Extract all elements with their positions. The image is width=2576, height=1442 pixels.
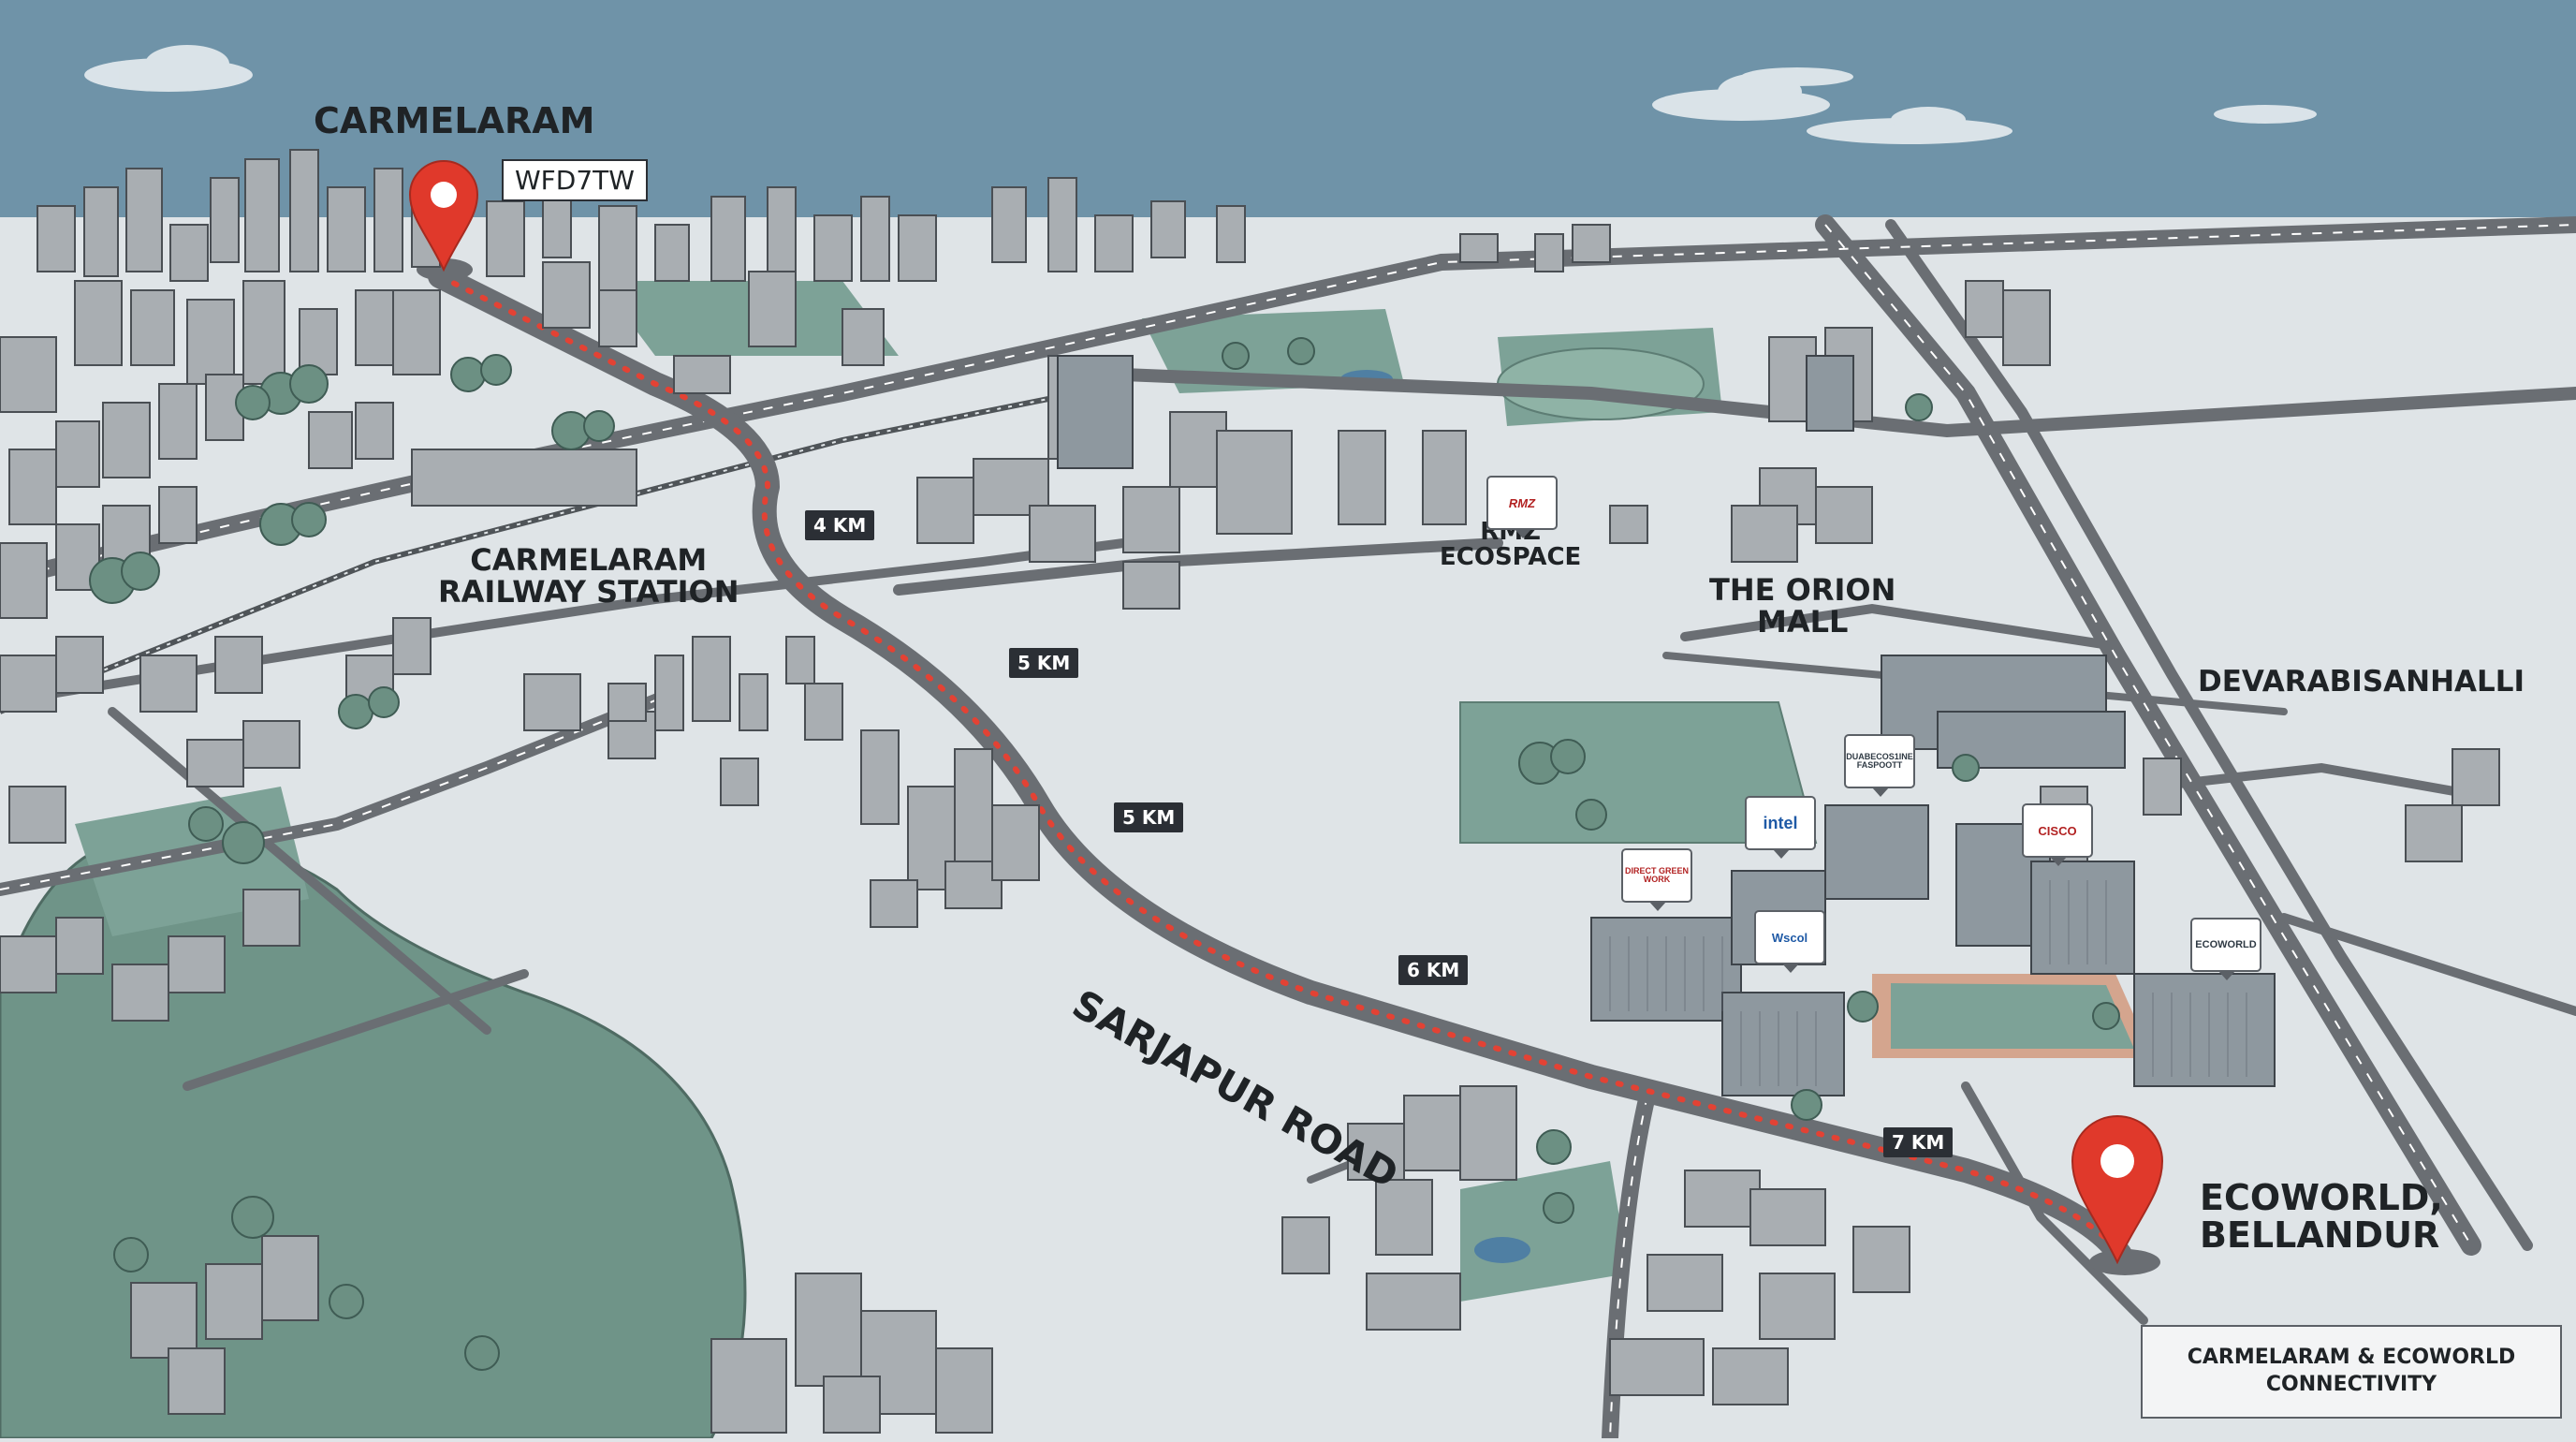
park-orion <box>1459 701 1818 844</box>
cloud-icon <box>84 45 2317 144</box>
office-buildings <box>1057 355 2276 1096</box>
park-bottom <box>1460 1161 1629 1302</box>
label-ecoworld: ECOWORLD, BELLANDUR <box>2200 1177 2443 1256</box>
label-devarabisanhalli: DEVARABISANHALLI <box>2198 665 2525 699</box>
distance-marker: 5 KM <box>1009 648 1079 678</box>
tree-icon <box>89 337 2120 1371</box>
distance-marker: 4 KM <box>805 510 875 540</box>
brand-direct: DIRECT GREEN WORK <box>1621 848 1692 911</box>
brand-intel: intel <box>1745 796 1816 859</box>
label-orion-mall: THE ORION MALL <box>1709 572 1896 640</box>
brand-ecoworld: ECOWORLD <box>2190 918 2261 980</box>
distance-marker: 7 KM <box>1883 1127 1954 1157</box>
brand-cisco: CISCO <box>2022 803 2093 866</box>
legend-line-2: CONNECTIVITY <box>2265 1373 2437 1396</box>
map-pin-icon <box>408 160 479 272</box>
brand-rmz: RMZ <box>1486 476 1558 538</box>
label-carmelaram: CARMELARAM <box>314 100 595 141</box>
route-dots <box>437 273 2123 1258</box>
legend-line-1: CARMELARAM & ECOWORLD <box>2187 1346 2516 1370</box>
origin-code-tag: WFD7TW <box>502 159 648 201</box>
map-legend: CARMELARAM & ECOWORLD CONNECTIVITY <box>2141 1325 2562 1419</box>
brand-wipro: Wscol <box>1754 910 1825 973</box>
map-pin-icon <box>2071 1115 2164 1264</box>
distance-marker: 5 KM <box>1114 802 1184 832</box>
label-railway-station: CARMELARAM RAILWAY STATION <box>438 542 739 610</box>
distance-marker: 6 KM <box>1398 955 1469 985</box>
brand-duabecos: DUABECOS1INE FASPOOTT <box>1844 734 1915 797</box>
